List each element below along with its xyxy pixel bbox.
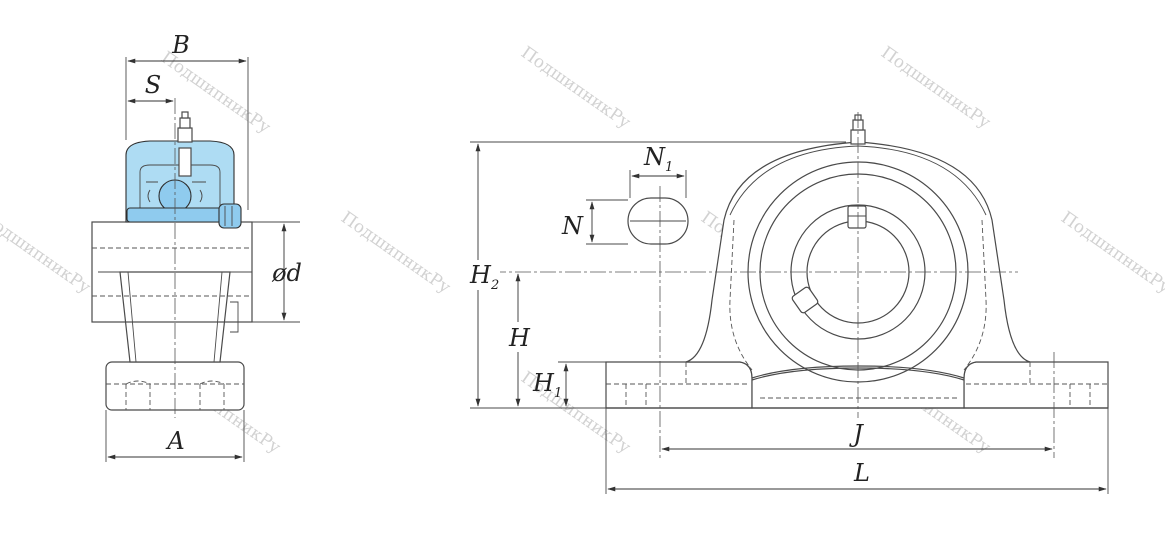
label-L: L — [853, 459, 870, 487]
label-B: B — [171, 31, 190, 59]
label-H1: H1 — [532, 369, 562, 401]
label-d: ød — [271, 259, 302, 287]
label-A: A — [165, 427, 184, 455]
label-J: J — [848, 420, 864, 448]
label-S: S — [145, 71, 161, 99]
watermark: ПодшипникРу — [337, 208, 454, 298]
side-view: B S ød A — [91, 31, 302, 462]
front-view: N1 N H2 H H1 J L — [466, 112, 1109, 494]
watermark: ПодшипникРу — [1057, 208, 1165, 298]
label-N1: N1 — [643, 143, 673, 175]
label-H2: H2 — [469, 261, 499, 293]
label-H: H — [508, 324, 531, 352]
watermark: ПодшипникРу — [877, 43, 994, 133]
watermark: ПодшипникРу — [517, 43, 634, 133]
watermark: ПодшипникРу — [0, 208, 94, 298]
label-N: N — [561, 212, 584, 240]
